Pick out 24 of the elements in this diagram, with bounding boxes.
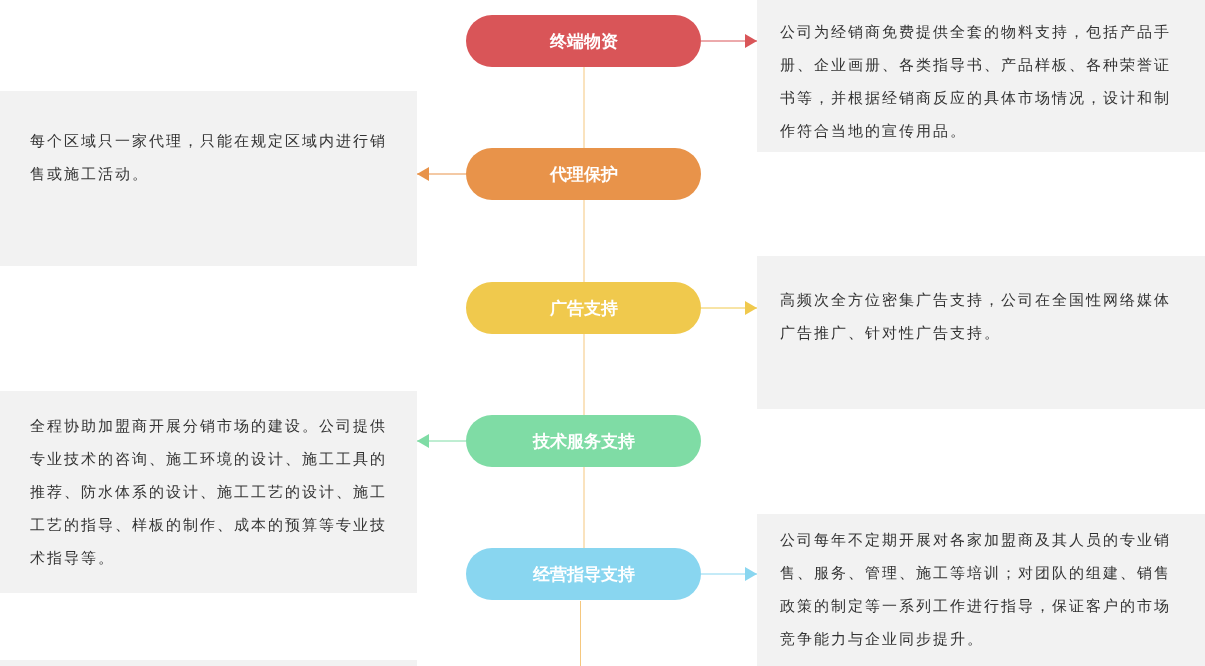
arrow xyxy=(700,567,758,581)
timeline-line xyxy=(583,466,585,549)
step-pill: 广告支持 xyxy=(466,282,701,334)
description-card xyxy=(0,91,417,266)
description-card xyxy=(757,514,1205,666)
arrow xyxy=(416,434,467,448)
arrow xyxy=(700,34,758,48)
description-text: 每个区域只一家代理，只能在规定区域内进行销售或施工活动。 xyxy=(30,131,388,185)
step-pill: 终端物资 xyxy=(466,15,701,67)
timeline-line xyxy=(583,333,585,416)
description-card xyxy=(0,391,417,593)
description-text: 公司为经销商免费提供全套的物料支持，包括产品手册、企业画册、各类指导书、产品样板、各种荣誉证书等，并根据经销商反应的具体市场情况，设计和制作符合当地的宣传用品。 xyxy=(780,22,1172,142)
timeline-line xyxy=(583,199,585,283)
step-pill: 技术服务支持 xyxy=(466,415,701,467)
step-pill: 经营指导支持 xyxy=(466,548,701,600)
arrow xyxy=(700,301,758,315)
timeline-line xyxy=(583,66,585,149)
description-text: 公司每年不定期开展对各家加盟商及其人员的专业销售、服务、管理、施工等培训；对团队的组建、销售政策的制定等一系列工作进行指导，保证客户的市场竞争能力与企业同步提升。 xyxy=(780,530,1172,650)
description-card xyxy=(757,256,1205,409)
description-text: 全程协助加盟商开展分销市场的建设。公司提供专业技术的咨询、施工环境的设计、施工工具的推荐、防水体系的设计、施工工艺的设计、施工工艺的指导、样板的制作、成本的预算等专业技术指导等。 xyxy=(30,416,388,569)
arrow xyxy=(416,167,467,181)
step-pill: 代理保护 xyxy=(466,148,701,200)
description-text: 高频次全方位密集广告支持，公司在全国性网络媒体广告推广、针对性广告支持。 xyxy=(780,290,1172,344)
description-card xyxy=(757,0,1205,152)
